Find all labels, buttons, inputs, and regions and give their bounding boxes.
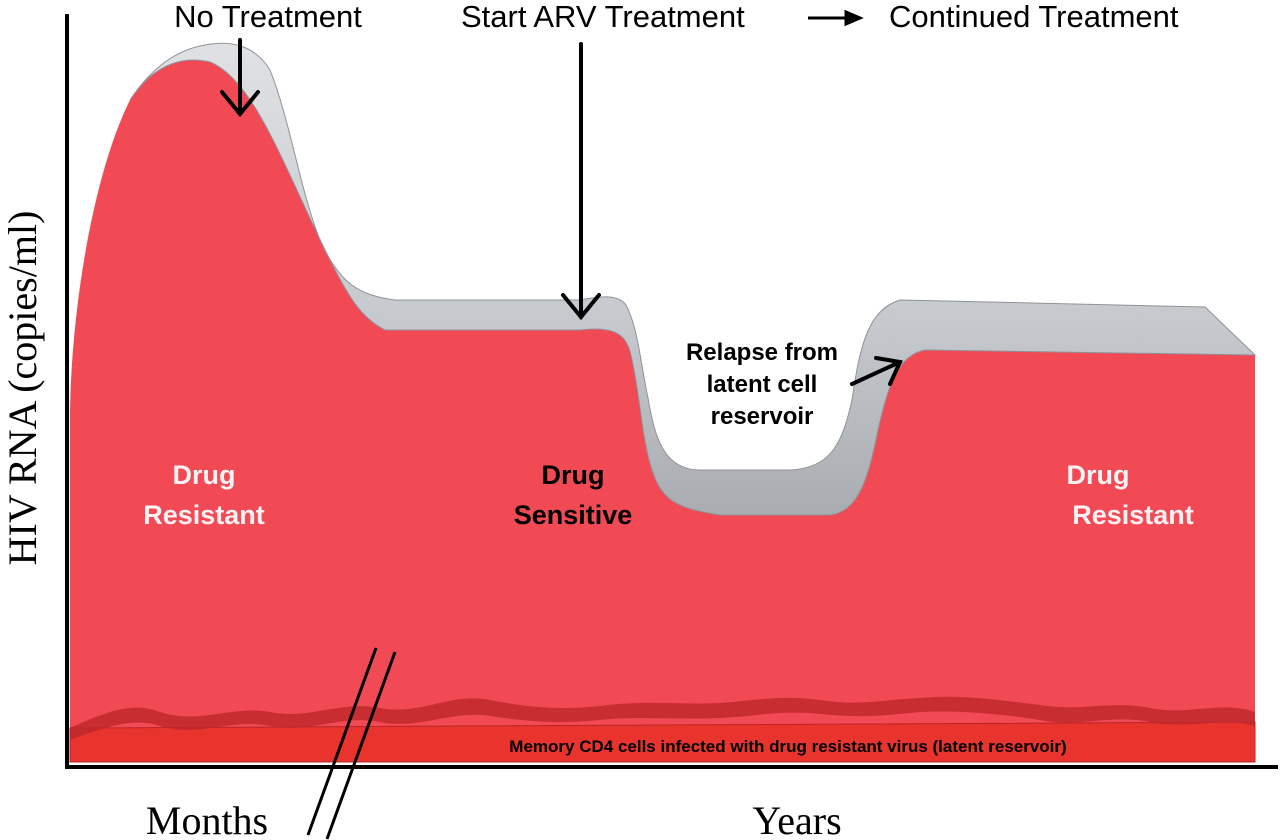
no-treatment-arrow: [220, 38, 260, 118]
label-relapse-line1: Relapse from: [686, 339, 838, 366]
viral-load-body: [70, 59, 1255, 760]
axis-break-mark-2: [325, 651, 397, 840]
latent-reservoir-label: Memory CD4 cells infected with drug resi…: [509, 737, 1066, 756]
start-arv-arrow: [561, 42, 601, 321]
continued-arrow: [808, 9, 864, 27]
region-middle-line2: Sensitive: [514, 500, 633, 530]
axis-break-mark-1: [306, 647, 378, 836]
label-relapse-line3: reservoir: [711, 403, 814, 430]
label-continued-treatment: Continued Treatment: [889, 0, 1179, 34]
y-axis-label: HIV RNA (copies/ml): [0, 211, 45, 566]
label-relapse-line2: latent cell: [707, 371, 818, 398]
region-middle-line1: Drug: [542, 460, 605, 490]
latent-reservoir-wave: [70, 696, 1255, 740]
region-left-line2: Resistant: [143, 500, 265, 530]
x-axis-label-months: Months: [146, 798, 268, 840]
x-axis-label-years: Years: [752, 798, 841, 840]
relapse-arrow: [850, 356, 903, 386]
region-right-line2: Resistant: [1072, 500, 1194, 530]
viral-load-ribbon: [129, 42, 1257, 516]
region-right-line1: Drug: [1067, 460, 1130, 490]
region-left-line1: Drug: [173, 460, 236, 490]
label-no-treatment: No Treatment: [174, 0, 362, 34]
label-start-arv: Start ARV Treatment: [461, 0, 745, 34]
